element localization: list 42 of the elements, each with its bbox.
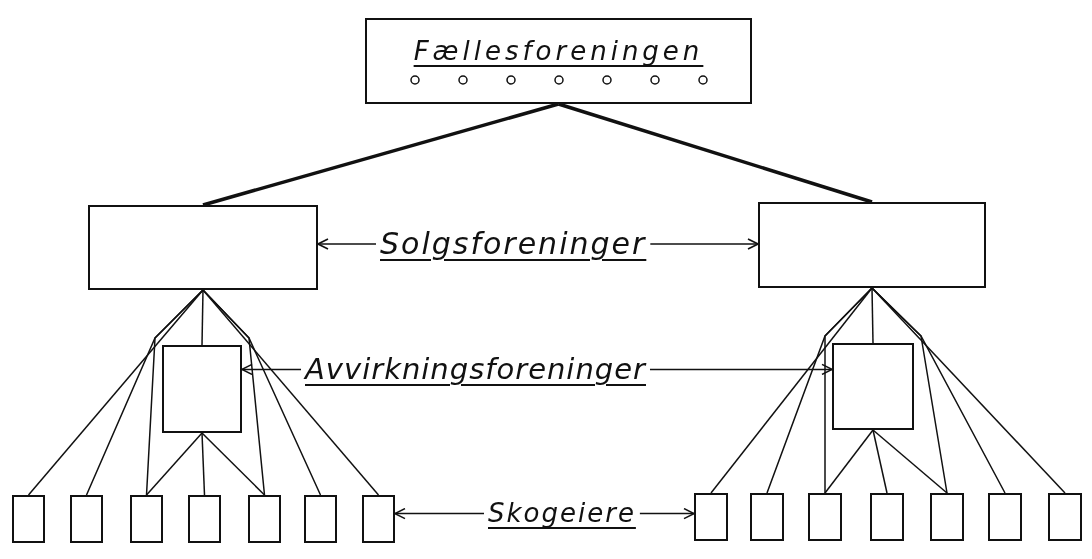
- connector-line: [871, 287, 874, 344]
- leader-arrow: [394, 507, 485, 520]
- connector-line: [872, 429, 948, 494]
- connector-line: [202, 289, 322, 496]
- empty-box: [1048, 493, 1082, 541]
- connector-line: [871, 287, 1006, 494]
- leader-arrow: [649, 363, 833, 376]
- connector-line: [871, 287, 1066, 494]
- empty-box: [832, 343, 914, 430]
- empty-box: [808, 493, 842, 541]
- connector-line: [202, 102, 559, 207]
- connector-line: [201, 289, 204, 346]
- empty-box: [162, 345, 242, 433]
- connector-line: [201, 432, 266, 496]
- leader-arrow: [639, 507, 695, 520]
- leader-arrow: [241, 363, 302, 376]
- empty-box: [70, 495, 103, 543]
- empty-box: [930, 493, 964, 541]
- organization-box: [365, 18, 752, 104]
- connector-line: [201, 432, 206, 496]
- connector-line: [872, 429, 888, 494]
- connector-line: [824, 429, 874, 494]
- empty-box: [870, 493, 904, 541]
- empty-box: [758, 202, 986, 288]
- empty-box: [188, 495, 221, 543]
- empty-box: [304, 495, 337, 543]
- empty-box: [12, 495, 45, 543]
- connector-line: [557, 102, 873, 204]
- empty-box: [88, 205, 318, 290]
- empty-box: [750, 493, 784, 541]
- organization-name: Fællesforeningen: [413, 36, 704, 68]
- empty-box: [694, 493, 728, 541]
- leader-arrow: [317, 238, 377, 250]
- connector-line: [145, 432, 203, 496]
- connector-line: [145, 289, 204, 496]
- connector-line: [824, 287, 873, 494]
- connector-line: [202, 289, 380, 496]
- empty-box: [362, 495, 395, 543]
- empty-box: [130, 495, 163, 543]
- leader-arrow: [649, 238, 759, 250]
- empty-box: [988, 493, 1022, 541]
- empty-box: [248, 495, 281, 543]
